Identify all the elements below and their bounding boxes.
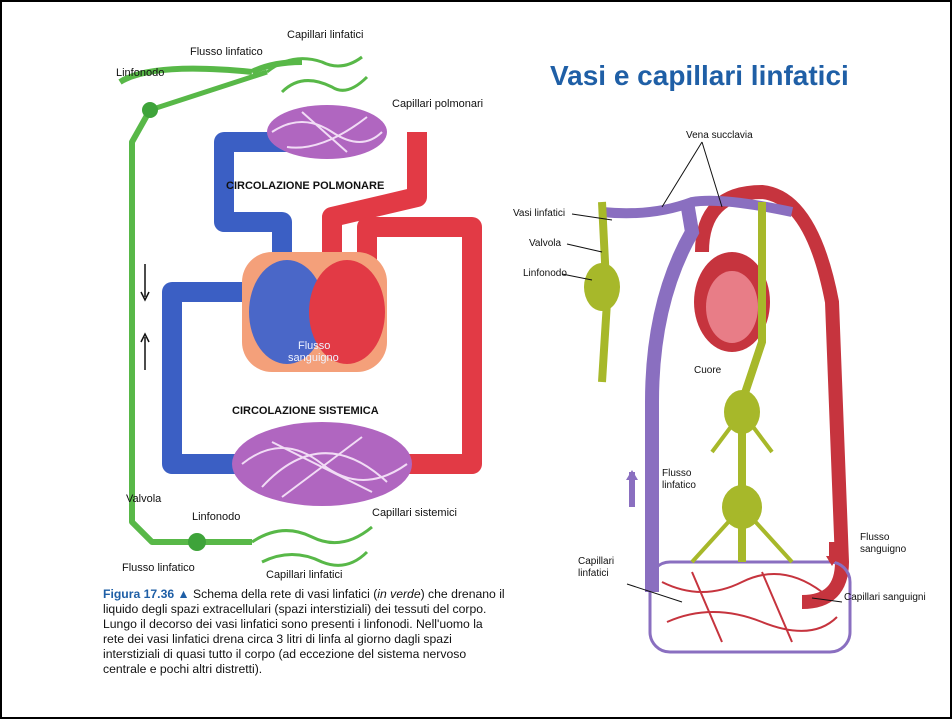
lymph-vessel-inner — [150, 72, 267, 110]
label-flusso-sanguigno-line2: sanguigno — [288, 352, 339, 364]
label-linfonodo-bottom: Linfonodo — [192, 511, 240, 523]
caption-text-1: Schema della rete di vasi linfatici ( — [193, 587, 377, 601]
pulmonary-capillaries — [267, 105, 387, 159]
label-flusso-sanguigno-right-line1: Flusso — [860, 532, 889, 543]
label-capillari-sanguigni: Capillari sanguigni — [844, 592, 926, 603]
label-flusso-linfatico-line1: Flusso — [662, 468, 691, 479]
slide-title: Vasi e capillari linfatici — [550, 60, 849, 92]
label-cuore: Cuore — [694, 365, 721, 376]
label-capillari-linfatici-top: Capillari linfatici — [287, 29, 363, 41]
right-heart-inner — [706, 271, 758, 343]
label-flusso-sanguigno-right-line2: sanguigno — [860, 544, 906, 555]
label-circolazione-polmonare: CIRCOLAZIONE POLMONARE — [226, 180, 384, 192]
label-capillari-sistemici: Capillari sistemici — [372, 507, 457, 519]
pulmonary-vein — [224, 142, 292, 264]
label-vena-succlavia: Vena succlavia — [686, 130, 753, 141]
body-vein — [652, 202, 692, 592]
label-valvola-right: Valvola — [529, 238, 561, 249]
label-flusso-linfatico-bottom: Flusso linfatico — [122, 562, 195, 574]
label-flusso-linfatico-top: Flusso linfatico — [190, 46, 263, 58]
caption-italic: in verde — [377, 587, 420, 601]
label-capillari-linfatici-bottom: Capillari linfatici — [266, 569, 342, 581]
label-circolazione-sistemica: CIRCOLAZIONE SISTEMICA — [232, 405, 379, 417]
lymph-node-r1 — [584, 263, 620, 311]
label-flusso-linfatico-line2: linfatico — [662, 480, 696, 491]
label-linfonodo-right: Linfonodo — [523, 268, 567, 279]
figure-caption: Figura 17.36 ▲ Schema della rete di vasi… — [103, 587, 507, 678]
label-flusso-sanguigno-line1: Flusso — [298, 340, 330, 352]
caption-marker: ▲ — [178, 587, 190, 601]
lymph-network-top — [267, 57, 367, 92]
label-capillari-linfatici-right-line1: Capillari — [578, 556, 614, 567]
label-linfonodo-top: Linfonodo — [116, 67, 164, 79]
label-capillari-polmonari: Capillari polmonari — [392, 98, 483, 110]
caption-figure-number: Figura 17.36 — [103, 587, 174, 601]
leader-valvola — [567, 244, 602, 252]
label-valvola-left: Valvola — [126, 493, 161, 505]
capillary-bed — [650, 562, 850, 652]
lymph-network-bottom — [252, 527, 372, 565]
lymph-node-top — [142, 102, 158, 118]
label-vasi-linfatici: Vasi linfatici — [513, 208, 565, 219]
lymph-node-bottom — [188, 533, 206, 551]
label-capillari-linfatici-right-line2: linfatici — [578, 568, 609, 579]
